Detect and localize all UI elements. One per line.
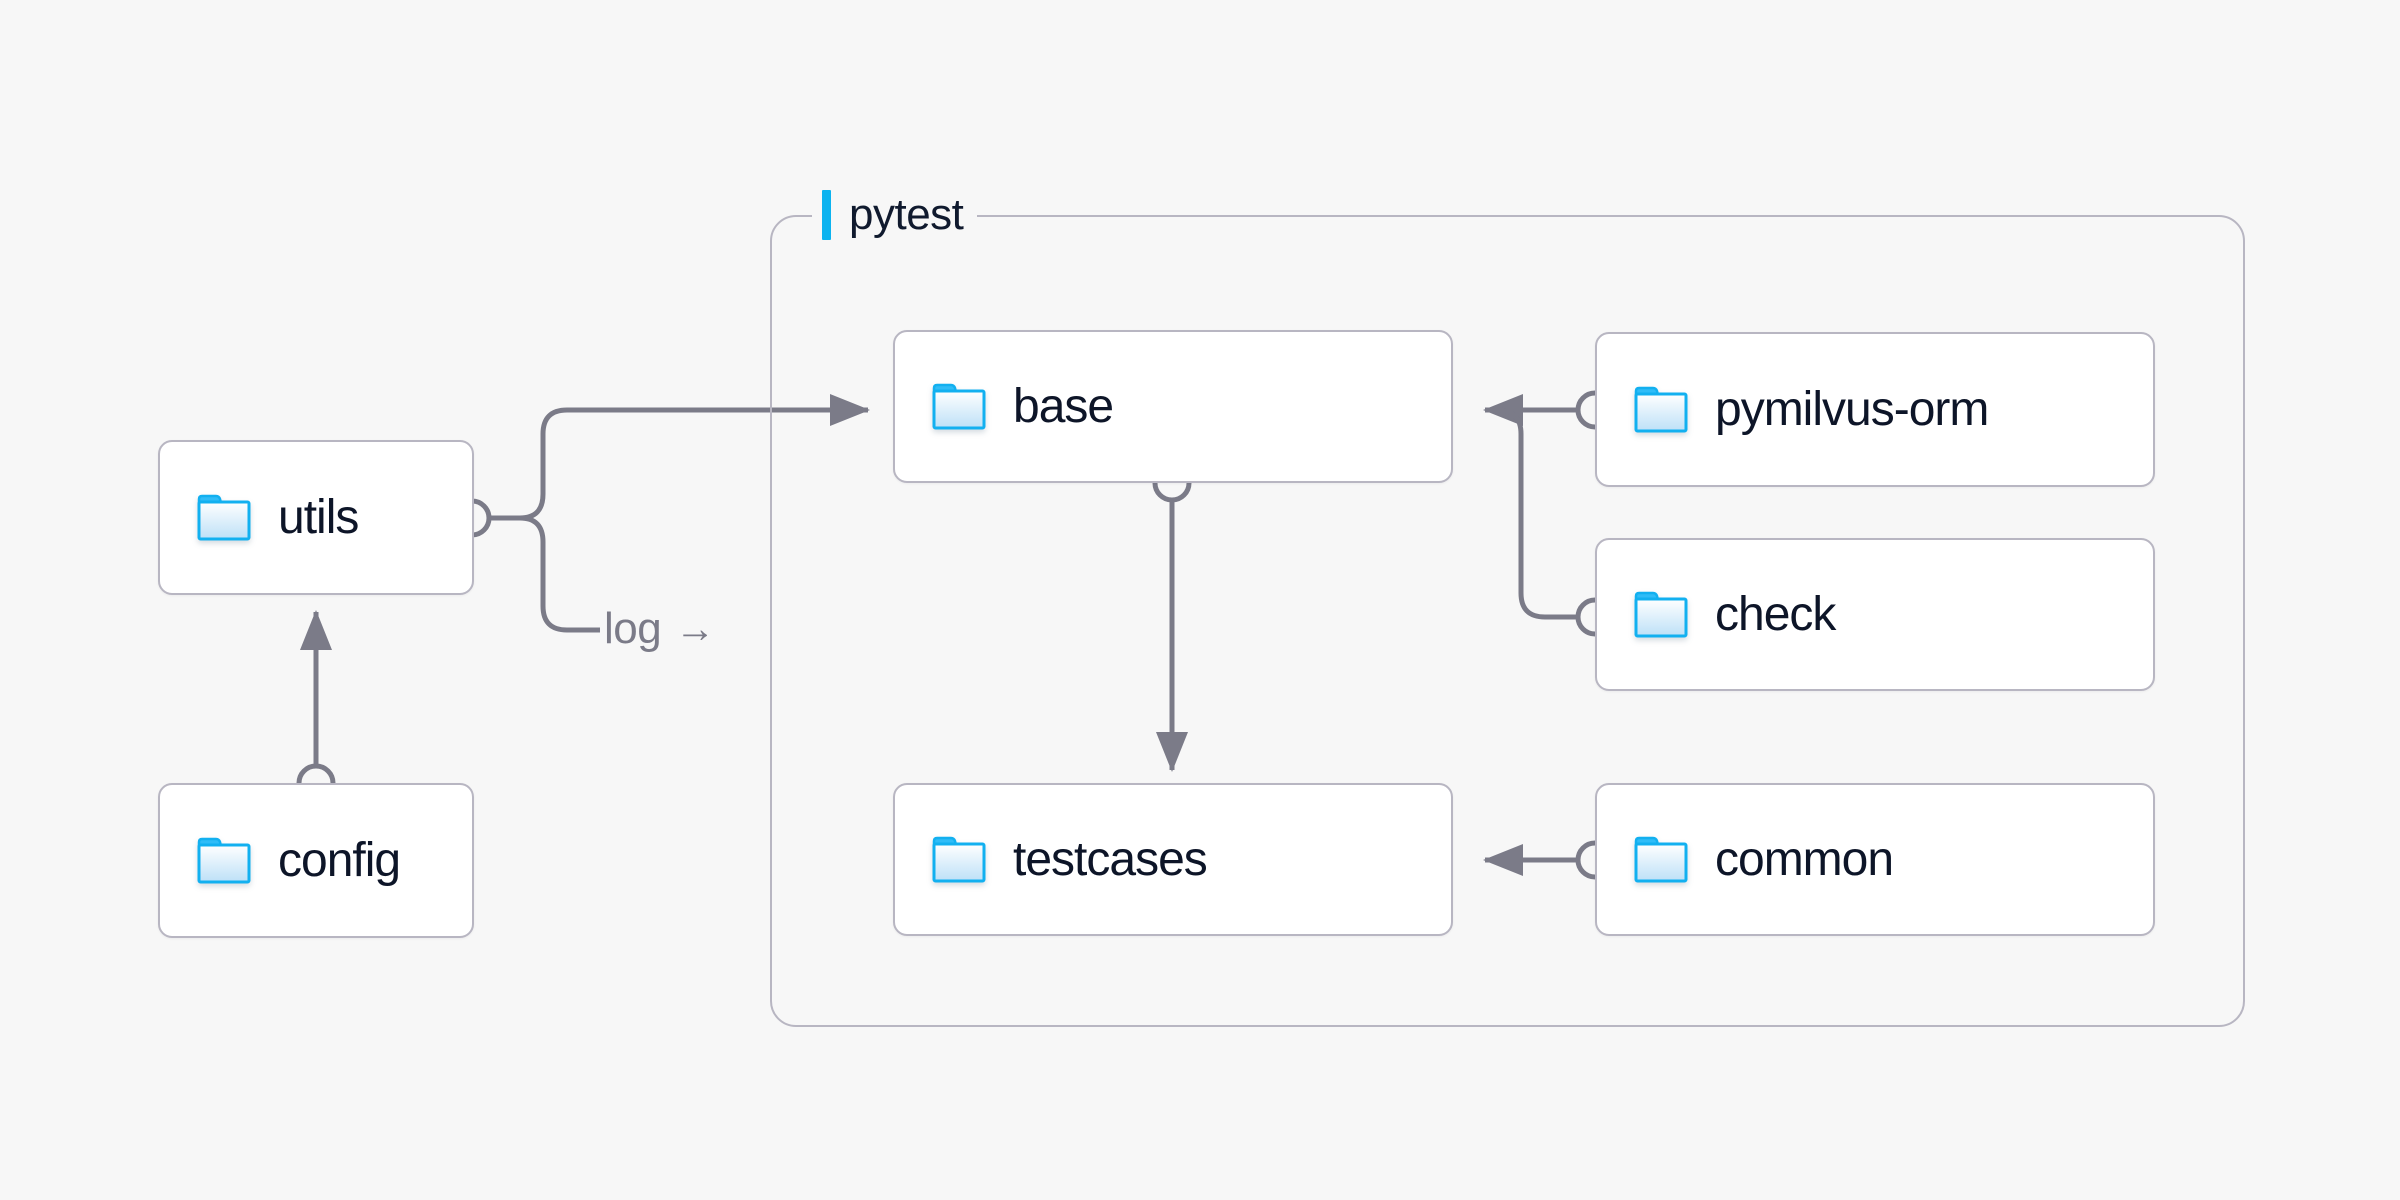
group-container-pytest[interactable]: [770, 215, 2245, 1027]
edge-utils-log: [489, 515, 600, 633]
folder-icon: [931, 836, 987, 884]
edge-config-utils: [296, 609, 336, 803]
node-testcases[interactable]: testcases: [893, 783, 1453, 936]
edge-label-log: log →: [604, 604, 715, 654]
folder-icon: [931, 383, 987, 431]
node-common[interactable]: common: [1595, 783, 2155, 936]
node-base[interactable]: base: [893, 330, 1453, 483]
node-label: check: [1715, 588, 1836, 641]
node-label: base: [1013, 380, 1114, 433]
node-utils[interactable]: utils: [158, 440, 474, 595]
node-config[interactable]: config: [158, 783, 474, 938]
folder-icon: [196, 494, 252, 542]
folder-icon: [1633, 836, 1689, 884]
group-title: pytest: [849, 190, 964, 239]
folder-icon: [1633, 591, 1689, 639]
node-label: pymilvus-orm: [1715, 383, 1989, 436]
node-label: common: [1715, 833, 1894, 886]
node-pymilvus-orm[interactable]: pymilvus-orm: [1595, 332, 2155, 487]
node-label: utils: [278, 491, 359, 544]
node-label: config: [278, 834, 401, 887]
edge-label-text: log: [604, 604, 662, 653]
arrow-right-icon: →: [675, 607, 715, 651]
folder-icon: [196, 837, 252, 885]
vertical-accent-bar-icon: [822, 190, 831, 240]
group-label-pytest: pytest: [812, 184, 978, 246]
node-label: testcases: [1013, 833, 1208, 886]
folder-icon: [1633, 386, 1689, 434]
node-check[interactable]: check: [1595, 538, 2155, 691]
